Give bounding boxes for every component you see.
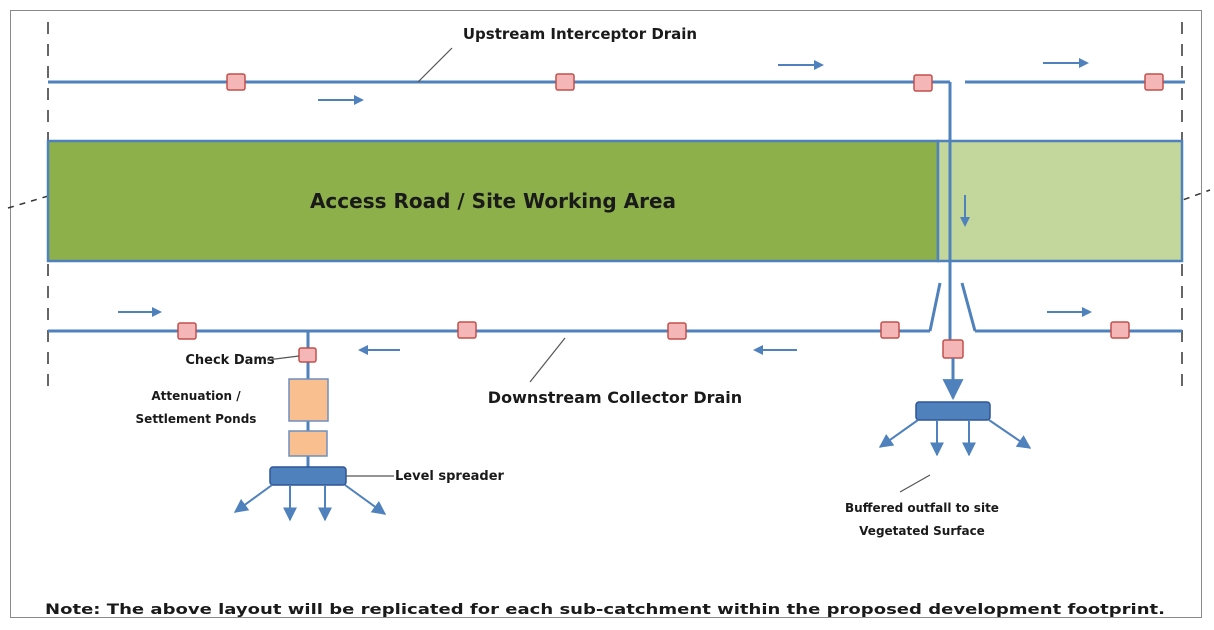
replication-note: Note: The above layout will be replicate… <box>45 602 1165 618</box>
ponds-label-line1: Attenuation / <box>151 389 241 403</box>
check-dams-label: Check Dams <box>185 353 275 368</box>
check-dam-upstream-4 <box>1144 73 1164 91</box>
check-dam-upstream-1 <box>226 73 246 91</box>
downstream-drain-bend-east <box>960 282 977 332</box>
downstream-drain-leader <box>529 337 566 383</box>
working-area-main <box>46 139 940 263</box>
check-dam-downstream-5 <box>1110 321 1130 339</box>
check-dam-upstream-2 <box>555 73 575 91</box>
settlement-pond-2 <box>288 430 328 457</box>
outfall-label-line2: Vegetated Surface <box>859 524 985 538</box>
discharge-arrow-pond-4 <box>344 484 387 515</box>
right-break-mark <box>1149 189 1211 213</box>
working-area-outfall-section <box>936 139 1184 263</box>
upstream-drain-leader <box>417 47 453 83</box>
ponds-label-line2: Settlement Ponds <box>136 412 257 426</box>
settlement-pond-1 <box>288 378 329 422</box>
level-spreader-outfall <box>915 401 991 421</box>
discharge-arrow-outfall-4 <box>988 419 1032 449</box>
diagram-frame <box>10 10 1202 618</box>
level-spreader-label: Level spreader <box>395 469 505 484</box>
level-spreader-pond <box>269 466 347 486</box>
upstream-drain-label: Upstream Interceptor Drain <box>463 25 697 43</box>
working-area-label: Access Road / Site Working Area <box>310 189 676 213</box>
check-dam-downstream-2 <box>457 321 477 339</box>
check-dam-outfall <box>942 339 964 359</box>
check-dam-pond-inlet <box>298 347 317 363</box>
check-dam-downstream-1 <box>177 322 197 340</box>
downstream-drain-bend-west <box>928 282 942 332</box>
outfall-leader <box>899 474 931 493</box>
discharge-arrow-pond-1 <box>233 484 273 513</box>
check-dam-downstream-3 <box>667 322 687 340</box>
discharge-arrow-outfall-1 <box>878 419 919 448</box>
downstream-drain-label: Downstream Collector Drain <box>488 388 742 407</box>
check-dams-leader <box>266 355 300 361</box>
check-dam-upstream-3 <box>913 74 933 92</box>
outfall-label-line1: Buffered outfall to site <box>845 501 999 515</box>
check-dam-downstream-4 <box>880 321 900 339</box>
